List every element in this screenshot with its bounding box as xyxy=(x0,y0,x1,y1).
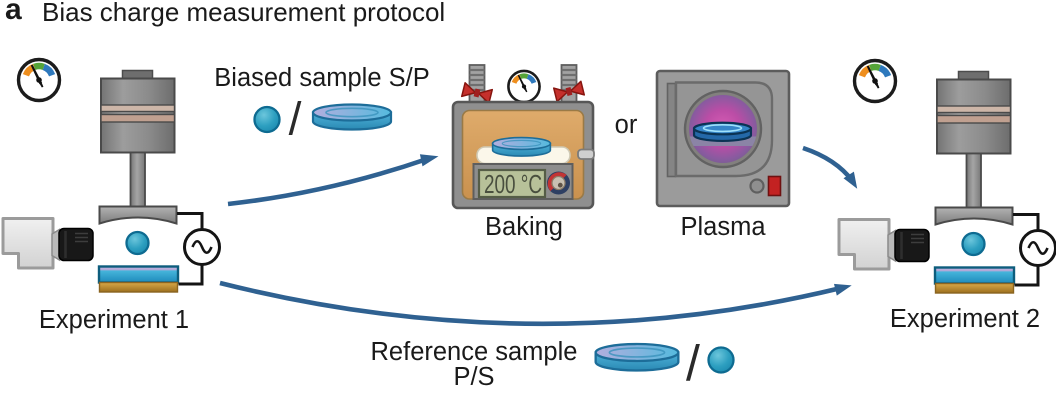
baking-oven: 200 °C xyxy=(451,63,595,210)
baking-label: Baking xyxy=(485,213,563,241)
slash-separator: / xyxy=(289,93,302,145)
arrowhead-2 xyxy=(843,171,858,189)
arrow-exp1-to-treatment xyxy=(227,156,428,207)
experiment-1-label: Experiment 1 xyxy=(39,306,189,334)
chamber-knob xyxy=(749,178,765,194)
oven-handle xyxy=(577,148,595,160)
arrowhead-3 xyxy=(834,283,852,296)
temperature-knob xyxy=(547,171,570,195)
experiment-2-apparatus xyxy=(839,61,1056,294)
reference-sample-label: Reference sample xyxy=(371,338,578,366)
arrow-reference-exp1-to-exp2 xyxy=(219,280,842,327)
vacuum-pipe-right xyxy=(560,63,578,105)
door-hinge xyxy=(666,82,677,178)
disk-sample-icon xyxy=(491,136,552,157)
disk-sample-icon xyxy=(594,342,680,372)
reference-sample-icons: / xyxy=(594,336,735,392)
disk-sample-icon xyxy=(692,121,753,142)
biased-sample-icons: / xyxy=(253,93,393,145)
power-switch xyxy=(767,175,782,197)
temperature-readout: 200 °C xyxy=(484,169,542,199)
or-label: or xyxy=(615,111,638,139)
oven-gauge-icon xyxy=(508,71,539,102)
reference-sample-sublabel: P/S xyxy=(453,363,494,391)
experiment-1-apparatus xyxy=(3,60,220,293)
spherical-sample-icon xyxy=(707,346,735,374)
plasma-label: Plasma xyxy=(680,213,766,241)
experiment-2-label: Experiment 2 xyxy=(890,305,1040,333)
slash-separator: / xyxy=(686,336,700,392)
plasma-chamber xyxy=(655,69,791,208)
panel-label: a xyxy=(5,0,22,26)
spherical-sample-icon xyxy=(253,105,281,134)
biased-sample-label: Biased sample S/P xyxy=(214,64,429,92)
disk-sample-icon xyxy=(311,103,393,131)
arrow-treatment-to-exp2 xyxy=(802,145,855,183)
figure-title: Bias charge measurement protocol xyxy=(42,0,445,27)
lcd-display xyxy=(477,168,547,199)
arrowhead-1 xyxy=(419,154,439,167)
